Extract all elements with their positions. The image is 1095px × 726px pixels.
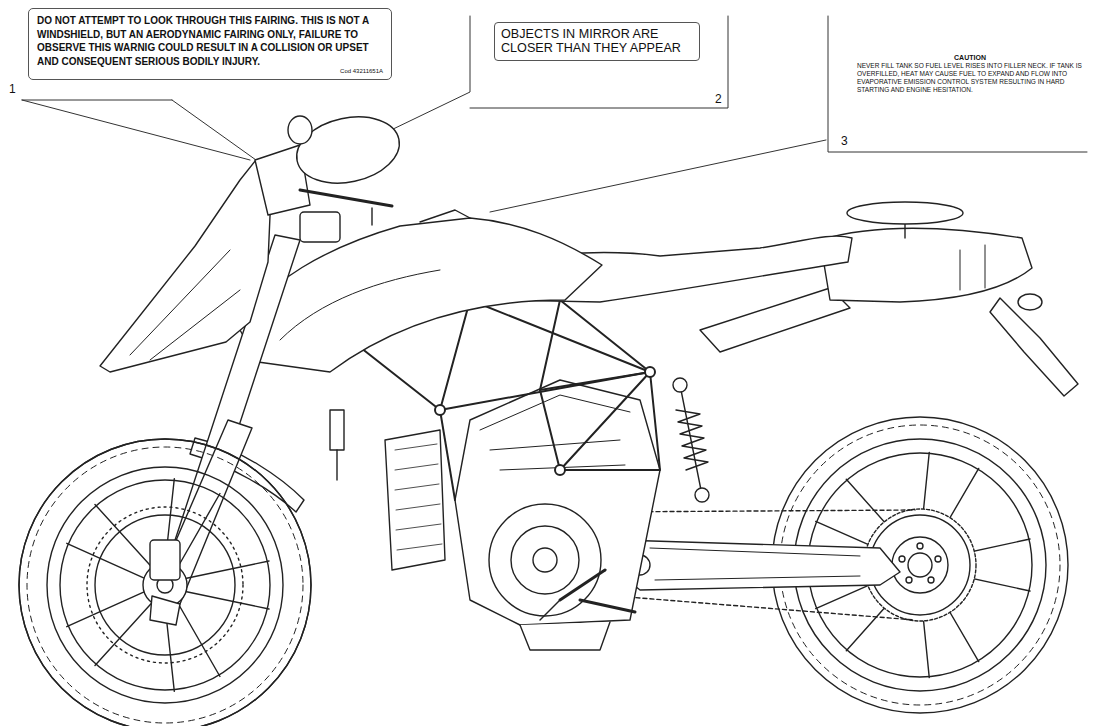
brake-caliper [150,540,180,580]
warning-label: DO NOT ATTEMPT TO LOOK THROUGH THIS FAIR… [28,8,392,80]
callout-number: 3 [840,134,849,148]
swingarm [600,510,932,620]
rear-shock [673,378,709,502]
seat-and-tank [240,210,852,372]
fork-foot [150,596,180,625]
warning-label: OBJECTS IN MIRROR ARE CLOSER THAN THEY A… [494,22,700,61]
tail-section [700,202,1078,396]
front-fairing [100,108,406,372]
label-subtext: NEVER FILL TANK SO FUEL LEVEL RISES INTO… [857,62,1083,95]
label-subtext: Cod 43211651A [37,68,383,75]
front-wheel [19,439,311,726]
engine [385,380,660,650]
callout-number: 2 [714,92,723,106]
label-text: DO NOT ATTEMPT TO LOOK THROUGH THIS FAIR… [37,14,383,68]
label-text: CAUTION [857,53,1083,62]
callout-number: 1 [8,82,17,96]
warning-label: CAUTIONNEVER FILL TANK SO FUEL LEVEL RIS… [853,50,1087,98]
label-text: OBJECTS IN MIRROR ARE CLOSER THAN THEY A… [501,27,693,56]
